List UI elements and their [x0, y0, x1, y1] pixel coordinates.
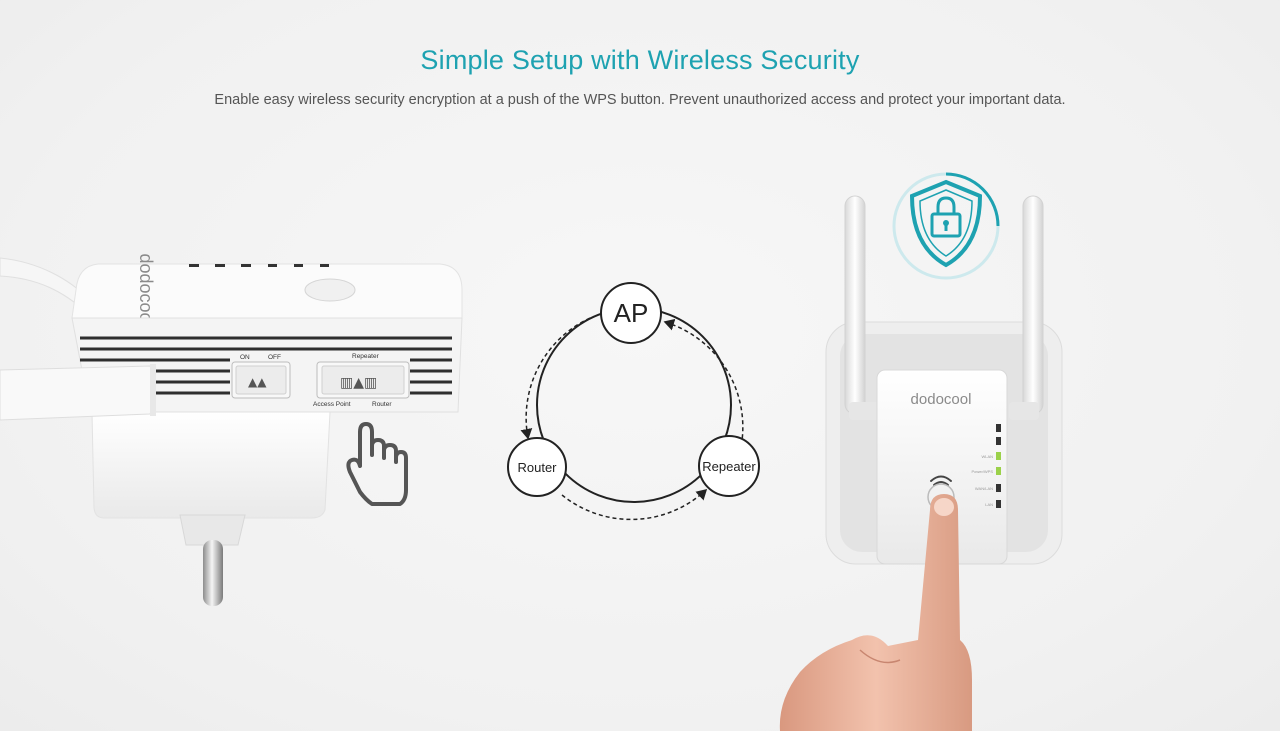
node-ap-label: AP [614, 298, 649, 328]
node-router-label: Router [517, 460, 557, 475]
wps-button[interactable] [304, 278, 356, 302]
network-mode-diagram: AP Router Repeater [507, 282, 760, 521]
right-brand-label: dodocool [911, 391, 972, 408]
arrow-ap-to-router [520, 317, 591, 440]
led-wlan-label: WLAN [981, 454, 993, 459]
led-wanlan-label: WAN/LAN [975, 486, 993, 491]
node-repeater: Repeater [698, 435, 760, 497]
hand-pointer-icon [346, 422, 408, 506]
svg-text:▲▲: ▲▲ [248, 375, 267, 389]
switch-on-label: ON [240, 354, 250, 361]
node-router: Router [507, 437, 567, 497]
led-wlan [996, 452, 1001, 460]
mode-repeater-label: Repeater [352, 353, 380, 360]
left-extender-device: dodocool ▲▲ ON OFF ▥▲▥ Repeater Access P… [0, 253, 463, 606]
node-ap: AP [600, 282, 662, 344]
switch-off-label: OFF [268, 354, 281, 361]
page-subtitle: Enable easy wireless security encryption… [214, 92, 1066, 108]
node-repeater-label: Repeater [702, 459, 756, 474]
mode-router-label: Router [372, 401, 392, 408]
led-lan [996, 500, 1001, 508]
led-power-label: Power/WPS [971, 469, 993, 474]
mode-access-point-label: Access Point [313, 401, 351, 408]
left-brand-label: dodocool [136, 253, 156, 326]
arrow-repeater-to-ap [663, 318, 744, 453]
led-lan-label: LAN [985, 502, 993, 507]
svg-text:▥▲▥: ▥▲▥ [340, 375, 377, 391]
arrow-router-to-repeater [561, 488, 708, 521]
right-extender-device: dodocool WLAN Power/WPS WAN/LAN LAN [779, 172, 1063, 731]
led-power-wps [996, 467, 1001, 475]
shield-lock-icon [892, 172, 1000, 280]
page-title: Simple Setup with Wireless Security [420, 45, 860, 75]
pressing-hand [779, 494, 972, 731]
led-wan-lan [996, 484, 1001, 492]
